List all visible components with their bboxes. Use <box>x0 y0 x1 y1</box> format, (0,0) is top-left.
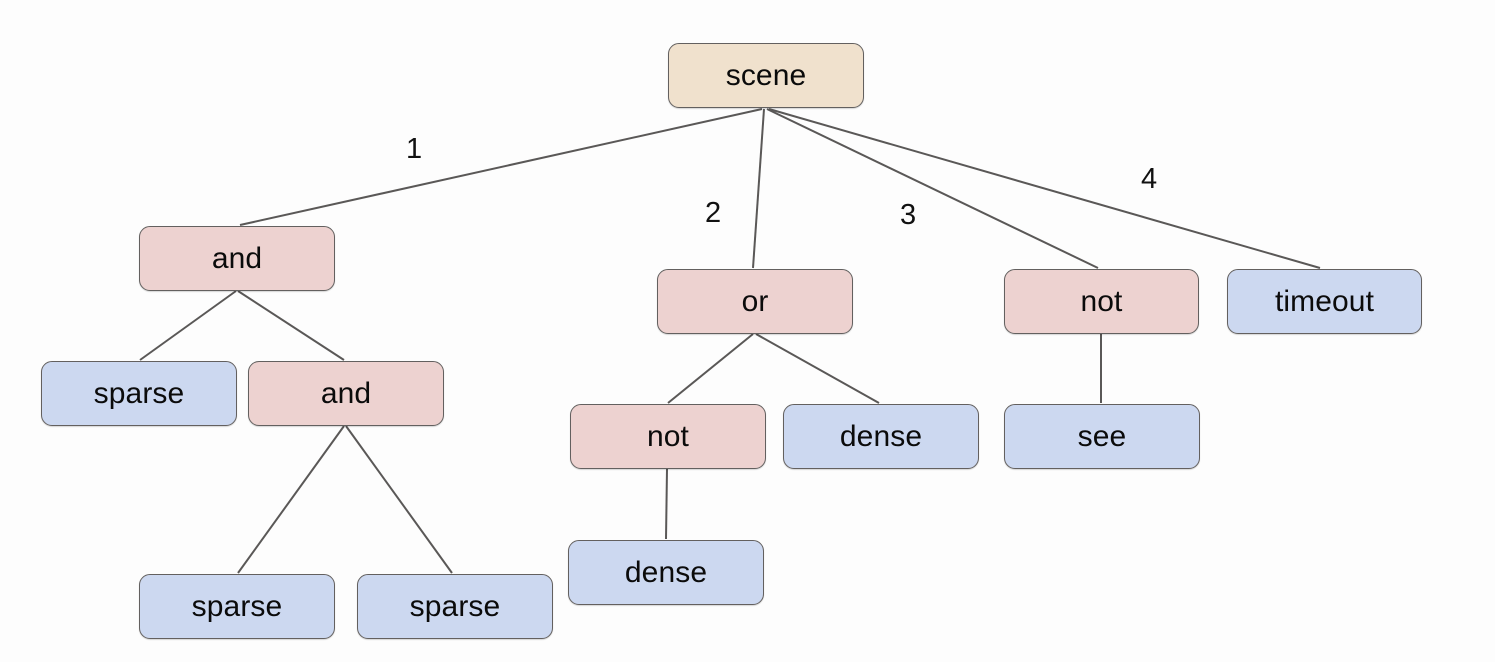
tree-node-not_mid[interactable]: not <box>570 404 766 469</box>
tree-edge <box>766 108 1099 269</box>
tree-node-label: sparse <box>191 589 283 623</box>
tree-node-label: timeout <box>1274 284 1375 318</box>
tree-node-label: and <box>211 241 263 275</box>
tree-node-label: and <box>320 376 372 410</box>
tree-node-label: scene <box>725 58 807 92</box>
tree-node-label: not <box>646 419 689 453</box>
tree-edge <box>239 108 763 226</box>
edge-order-4: 4 <box>1141 163 1158 195</box>
edge-order-2: 2 <box>705 197 722 229</box>
tree-node-or1[interactable]: or <box>657 269 853 334</box>
tree-node-and1[interactable]: and <box>139 226 335 291</box>
tree-edge <box>768 108 1321 269</box>
tree-node-label: sparse <box>93 376 185 410</box>
tree-edge <box>139 290 237 361</box>
tree-node-timeout[interactable]: timeout <box>1227 269 1422 334</box>
tree-node-label: dense <box>839 419 923 453</box>
tree-edge <box>237 425 345 574</box>
tree-node-label: sparse <box>409 589 501 623</box>
tree-node-dense_mid[interactable]: dense <box>783 404 979 469</box>
tree-node-label: see <box>1077 419 1127 453</box>
tree-node-see[interactable]: see <box>1004 404 1200 469</box>
edge-order-1: 1 <box>406 133 423 165</box>
tree-node-label: not <box>1080 284 1123 318</box>
tree-edge <box>755 333 880 404</box>
tree-node-sparse1[interactable]: sparse <box>41 361 237 426</box>
tree-node-dense_low[interactable]: dense <box>568 540 764 605</box>
tree-node-and2[interactable]: and <box>248 361 444 426</box>
tree-edge <box>752 108 765 269</box>
tree-node-scene[interactable]: scene <box>668 43 864 108</box>
tree-edge <box>345 425 453 574</box>
tree-node-label: dense <box>624 555 708 589</box>
tree-node-label: or <box>741 284 769 318</box>
tree-node-sparse2[interactable]: sparse <box>139 574 335 639</box>
tree-node-sparse3[interactable]: sparse <box>357 574 553 639</box>
tree-node-not_right[interactable]: not <box>1004 269 1199 334</box>
tree-edge <box>237 290 345 361</box>
tree-edge <box>667 333 754 404</box>
tree-edge <box>665 468 668 540</box>
edge-order-3: 3 <box>900 199 917 231</box>
